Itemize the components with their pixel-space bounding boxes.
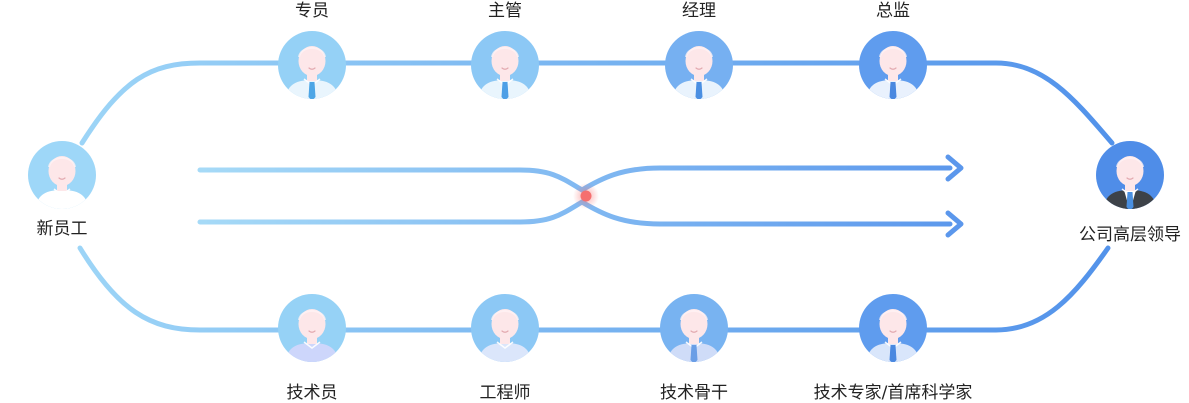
technical-node-avatar-3 <box>660 294 728 362</box>
technical-node-label: 工程师 <box>480 383 531 403</box>
end-node-label: 公司高层领导 <box>1079 225 1181 245</box>
management-node-avatar-4 <box>859 31 927 99</box>
technical-node-label: 技术员 <box>287 383 338 403</box>
management-node-avatar-1 <box>278 31 346 99</box>
end-node-avatar <box>1096 141 1164 209</box>
management-node-avatar-2 <box>471 31 539 99</box>
management-node-label: 经理 <box>682 1 716 21</box>
career-track-loop <box>77 60 1115 333</box>
technical-node-label: 技术骨干 <box>660 383 728 403</box>
start-node-avatar <box>28 141 96 209</box>
technical-node-avatar-4 <box>859 294 927 362</box>
management-node-avatar-3 <box>665 31 733 99</box>
technical-node-label: 技术专家/首席科学家 <box>814 383 973 403</box>
center-marker <box>580 190 592 202</box>
management-node-label: 主管 <box>488 1 522 21</box>
technical-node-avatar-1 <box>278 294 346 362</box>
management-node-label: 总监 <box>876 1 910 21</box>
management-node-label: 专员 <box>295 1 329 21</box>
start-node-label: 新员工 <box>37 219 88 239</box>
technical-node-avatar-2 <box>471 294 539 362</box>
